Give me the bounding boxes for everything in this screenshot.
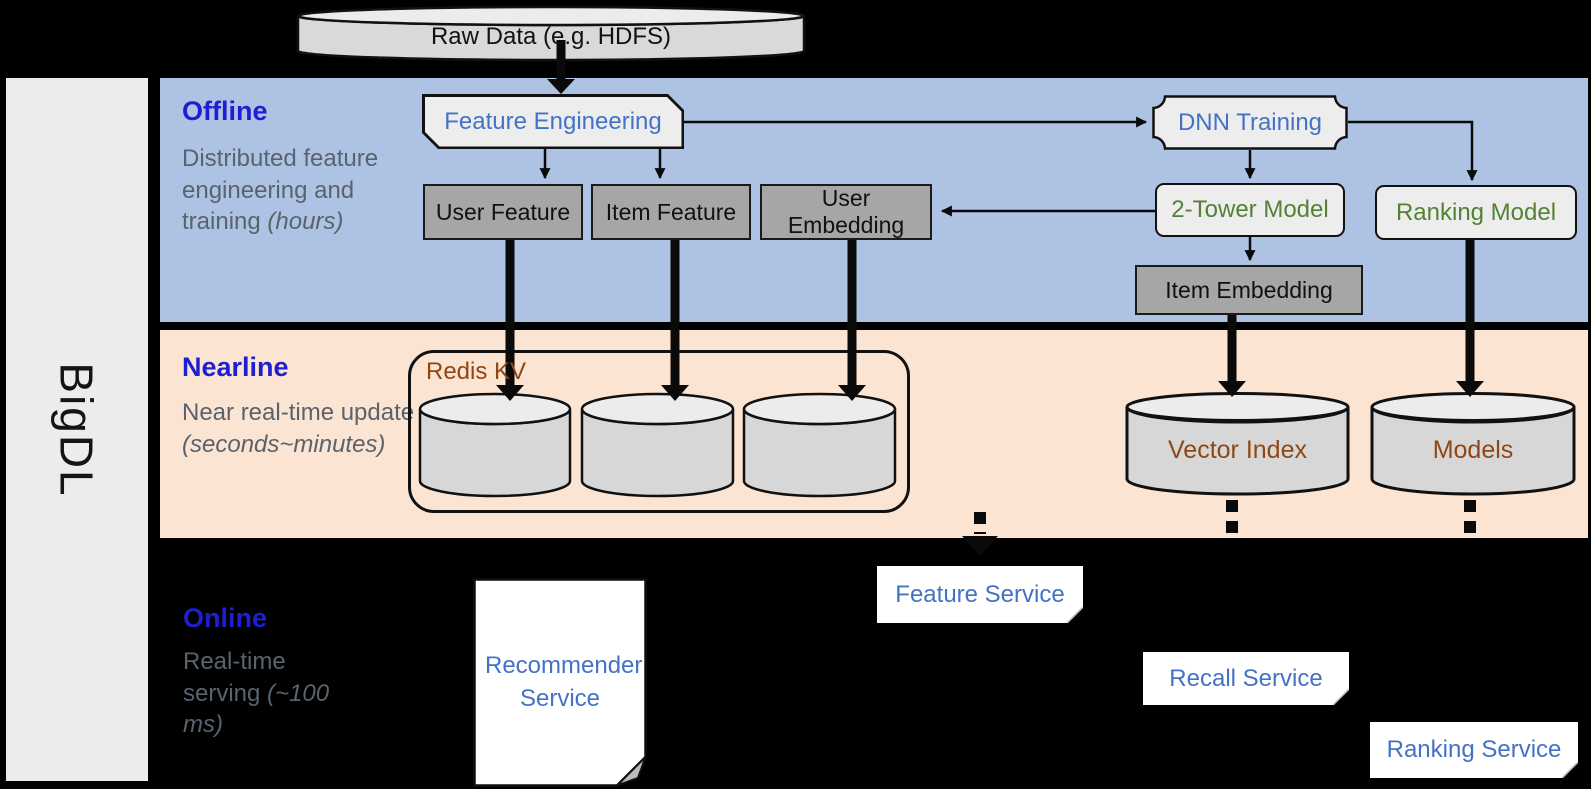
- redis-kv-label: Redis KV: [426, 358, 527, 385]
- raw-data-cylinder-shape: [296, 5, 806, 62]
- two-tower-model-label: 2-Tower Model: [1171, 196, 1329, 223]
- recommender-service-label: Recommender Service: [485, 652, 643, 712]
- raw-data-store: Raw Data (e.g. HDFS): [296, 4, 806, 62]
- feature-engineering-fill: [425, 97, 682, 147]
- recall-service-node: Recall Service: [1143, 652, 1349, 705]
- dnn-training-shape: [1152, 95, 1348, 150]
- ranking-service-label: Ranking Service: [1386, 736, 1562, 763]
- offline-title: Offline: [182, 96, 268, 126]
- online-title: Online: [183, 603, 268, 633]
- item-embedding-node: Item Embedding: [1135, 265, 1363, 315]
- raw-data-label: Raw Data (e.g. HDFS): [430, 23, 672, 50]
- online-time-note: (~100 ms): [183, 679, 330, 739]
- feature-engineering-label: Feature Engineering: [444, 107, 662, 135]
- arrowhead-feature-service: [962, 536, 998, 556]
- offline-time-note: (hours): [267, 208, 344, 236]
- item-feature-label: Item Feature: [605, 198, 737, 225]
- offline-description-text: Distributed feature engineering and trai…: [182, 145, 379, 236]
- models-store: Models: [1370, 390, 1576, 498]
- ranking-service-node: Ranking Service: [1370, 722, 1578, 778]
- bigdl-sidebar: BigDL: [6, 78, 148, 781]
- online-description-text: Real-time serving: [183, 648, 286, 707]
- nearline-title: Nearline: [182, 352, 289, 382]
- dnn-training-node: DNN Training: [1152, 95, 1348, 150]
- ranking-model-label: Ranking Model: [1395, 198, 1557, 226]
- recommender-service-node: Recommender Service: [473, 578, 647, 787]
- feature-service-label: Feature Service: [895, 580, 1065, 608]
- recall-service-label: Recall Service: [1169, 664, 1323, 692]
- nearline-description-text: Near real-time update: [182, 399, 415, 426]
- redis-kv-container: [408, 350, 910, 513]
- nearline-caption: Nearline Near real-time update (seconds~…: [182, 352, 432, 460]
- kv-store-cylinder-3: [742, 390, 897, 505]
- recall-service-fold-icon: [1332, 688, 1349, 705]
- recommender-service-document-shape: [473, 578, 647, 787]
- vector-index-store: Vector Index: [1125, 390, 1350, 498]
- vector-index-label: Vector Index: [1168, 435, 1307, 464]
- item-embedding-label: Item Embedding: [1165, 276, 1333, 303]
- kv-store-cylinder-1: [418, 390, 572, 505]
- user-feature-node: User Feature: [423, 184, 583, 240]
- bigdl-logo-text: BigDL: [50, 361, 103, 498]
- offline-caption: Offline Distributed feature engineering …: [182, 96, 412, 238]
- online-description: Real-time serving (~100 ms): [183, 646, 333, 741]
- user-embedding-label: User Embedding: [787, 185, 905, 238]
- nearline-description: Near real-time update (seconds~minutes): [182, 397, 422, 460]
- ranking-model-node: Ranking Model: [1375, 185, 1577, 240]
- nearline-time-note: (seconds~minutes): [182, 430, 386, 458]
- kv-store-cylinder-2: [580, 390, 735, 505]
- offline-description: Distributed feature engineering and trai…: [182, 143, 387, 238]
- models-label: Models: [1432, 435, 1514, 464]
- vector-index-cylinder-shape: [1125, 392, 1350, 496]
- item-feature-node: Item Feature: [591, 184, 751, 240]
- feature-service-node: Feature Service: [877, 566, 1083, 623]
- online-caption: Online Real-time serving (~100 ms): [183, 603, 353, 741]
- feature-engineering-node: Feature Engineering: [422, 94, 684, 149]
- ranking-service-fold-icon: [1561, 761, 1578, 778]
- user-embedding-node: User Embedding: [760, 184, 932, 240]
- two-tower-model-node: 2-Tower Model: [1155, 183, 1345, 237]
- user-feature-label: User Feature: [435, 198, 571, 225]
- dnn-training-label: DNN Training: [1177, 108, 1323, 136]
- feature-service-fold-icon: [1066, 606, 1083, 623]
